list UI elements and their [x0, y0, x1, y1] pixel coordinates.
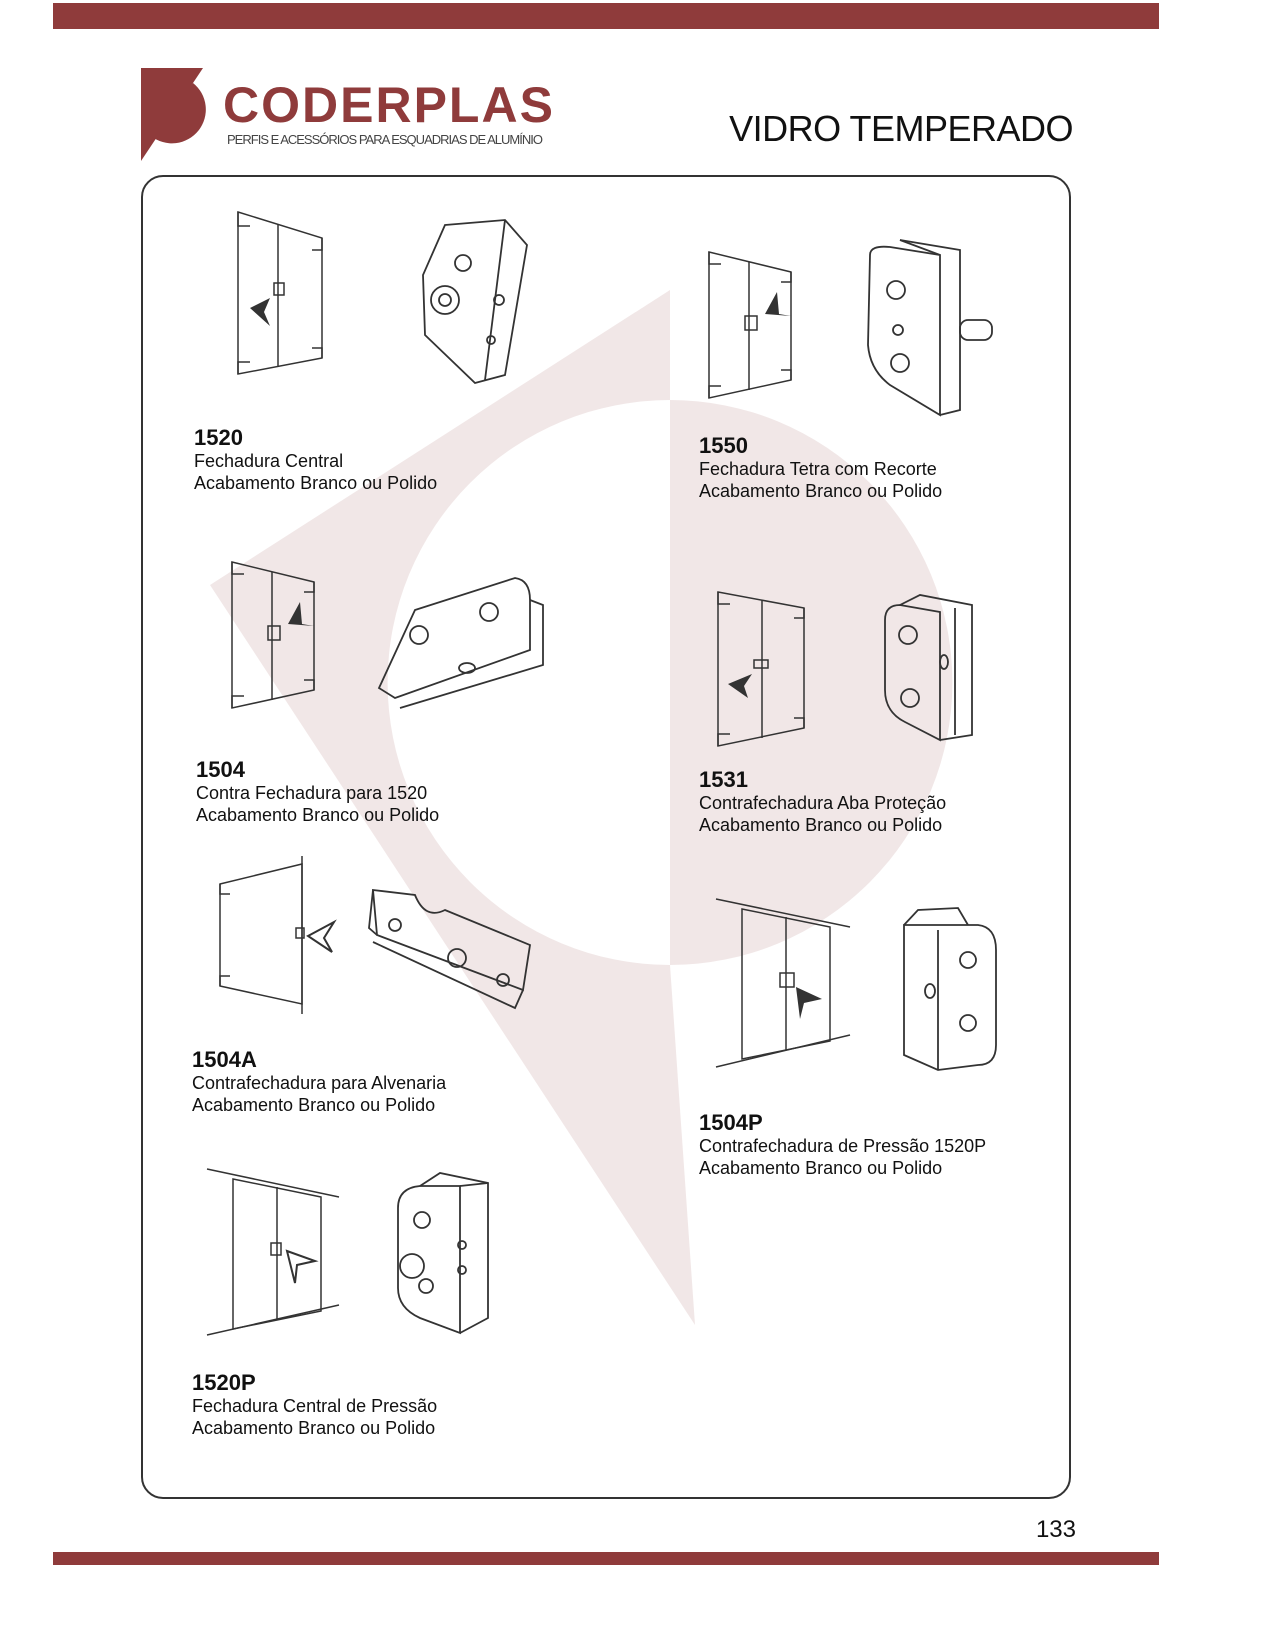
product-1531: 1531 Contrafechadura Aba Proteção Acabam…: [699, 768, 946, 836]
product-code: 1520: [194, 425, 243, 450]
product-finish: Acabamento Branco ou Polido: [699, 815, 943, 835]
product-1504: 1504 Contra Fechadura para 1520 Acabamen…: [196, 758, 439, 826]
product-finish: Acabamento Branco ou Polido: [699, 481, 943, 501]
product-name: Contrafechadura de Pressão 1520P: [699, 1136, 987, 1156]
product-1504A: 1504A Contrafechadura para Alvenaria Aca…: [192, 1048, 446, 1116]
product-finish: Acabamento Branco ou Polido: [192, 1418, 436, 1438]
bottom-bar: [53, 1552, 1159, 1565]
product-1550: 1550 Fechadura Tetra com Recorte Acabame…: [699, 434, 942, 502]
product-finish: Acabamento Branco ou Polido: [192, 1095, 436, 1115]
product-code: 1520P: [192, 1370, 256, 1395]
strike-1504-image: [377, 577, 544, 709]
product-finish: Acabamento Branco ou Polido: [196, 805, 440, 825]
product-name: Fechadura Tetra com Recorte: [699, 459, 937, 479]
door-diagram-1520P: [206, 1168, 340, 1336]
strike-1504A-image: [368, 888, 531, 1010]
product-code: 1504: [196, 757, 245, 782]
product-name: Fechadura Central de Pressão: [192, 1396, 438, 1416]
svg-text:PERFIS E ACESSÓRIOS PARA ESQUA: PERFIS E ACESSÓRIOS PARA ESQUADRIAS DE A…: [227, 132, 543, 147]
product-code: 1504P: [699, 1110, 763, 1135]
product-name: Contra Fechadura para 1520: [196, 783, 428, 803]
product-name: Fechadura Central: [194, 451, 344, 471]
product-code: 1550: [699, 433, 748, 458]
door-diagram-1550: [708, 251, 792, 399]
product-finish: Acabamento Branco ou Polido: [194, 473, 438, 493]
lock-1520-image: [422, 219, 528, 385]
door-diagram-1520: [237, 210, 323, 375]
page-title: VIDRO TEMPERADO: [729, 108, 1073, 149]
strike-1504P-image: [903, 907, 997, 1071]
strike-1531-image: [884, 594, 973, 742]
product-1520: 1520 Fechadura Central Acabamento Branco…: [194, 426, 437, 494]
product-code: 1531: [699, 767, 748, 792]
door-diagram-1504P: [715, 898, 851, 1068]
product-finish: Acabamento Branco ou Polido: [699, 1158, 943, 1178]
product-1520P: 1520P Fechadura Central de Pressão Acaba…: [192, 1371, 437, 1439]
product-1504P: 1504P Contrafechadura de Pressão 1520P A…: [699, 1111, 986, 1179]
top-bar: [53, 3, 1159, 29]
lock-1550-image: [867, 239, 993, 417]
catalog-frame: [141, 175, 1071, 1499]
page-number: 133: [1035, 1516, 1076, 1543]
coderplast-logo: CODERPLAST PERFIS E ACESSÓRIOS PARA ESQU…: [141, 68, 551, 161]
lock-1520P-image: [397, 1172, 489, 1335]
product-code: 1504A: [192, 1047, 257, 1072]
product-name: Contrafechadura para Alvenaria: [192, 1073, 447, 1093]
door-diagram-1531: [717, 591, 805, 747]
door-diagram-1504: [231, 561, 315, 709]
door-diagram-1504A: [219, 856, 337, 1014]
product-name: Contrafechadura Aba Proteção: [699, 793, 947, 813]
svg-text:CODERPLAST: CODERPLAST: [223, 77, 551, 133]
